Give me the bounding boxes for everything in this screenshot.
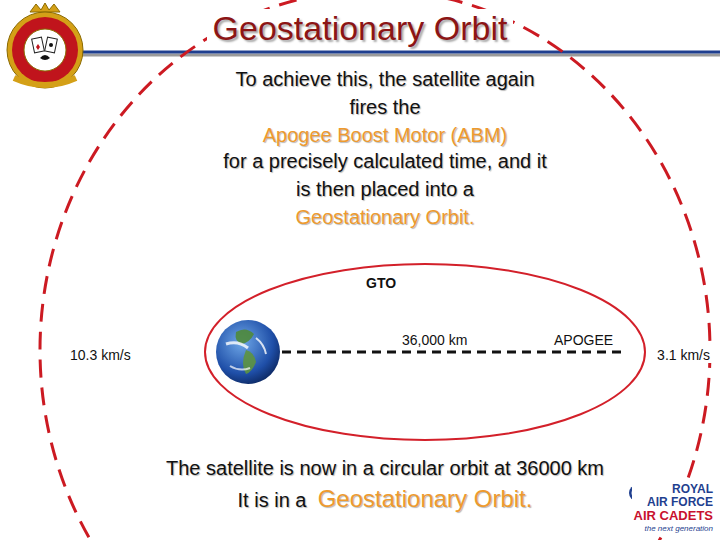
logo-text: AIR CADETS	[632, 509, 715, 522]
orbit-label: GTO	[366, 275, 396, 291]
slide-title: Geostationary Orbit	[0, 8, 720, 48]
highlight-text: Geostationary Orbit.	[215, 204, 555, 230]
radius-line	[282, 351, 625, 354]
gto-label-box: GTO	[366, 274, 396, 292]
squadron-crest	[7, 3, 83, 88]
left-velocity-box: 10.3 km/s	[68, 346, 133, 364]
highlight-text: Geostationary Orbit.	[316, 485, 535, 512]
body-text: for a precisely calculated time, and it …	[223, 150, 547, 200]
header-bar-shadow	[82, 54, 720, 57]
header-bar	[80, 51, 720, 54]
geo-orbit	[40, 0, 710, 540]
raf-logo-text: ROYALAIR FORCEAIR CADETSthe next generat…	[632, 483, 715, 535]
apogee-label: APOGEE	[552, 332, 615, 348]
title-patch: Geostationary Orbit	[207, 9, 514, 47]
intro-paragraph: To achieve this, the satellite again fir…	[215, 66, 555, 230]
distance-label: 36,000 km	[400, 332, 469, 348]
apogee-box: APOGEE	[552, 331, 615, 349]
summary-text: It is in a	[236, 489, 309, 511]
summary-line: It is in a Geostationary Orbit.	[100, 484, 670, 517]
distance-box: 36,000 km	[400, 331, 469, 349]
velocity-label: 3.1 km/s	[655, 347, 712, 363]
summary-line: The satellite is now in a circular orbit…	[100, 455, 670, 483]
logo-text: ROYAL	[632, 483, 715, 496]
highlight-text: Apogee Boost Motor (ABM)	[215, 122, 555, 148]
logo-tagline: the next generation	[632, 522, 715, 535]
earth	[216, 320, 280, 384]
gto-orbit	[205, 264, 645, 440]
summary-text: The satellite is now in a circular orbit…	[164, 457, 606, 479]
logo-text: AIR FORCE	[632, 496, 715, 509]
right-velocity-box: 3.1 km/s	[655, 346, 712, 364]
velocity-label: 10.3 km/s	[68, 347, 133, 363]
body-text: To achieve this, the satellite again fir…	[235, 68, 534, 118]
